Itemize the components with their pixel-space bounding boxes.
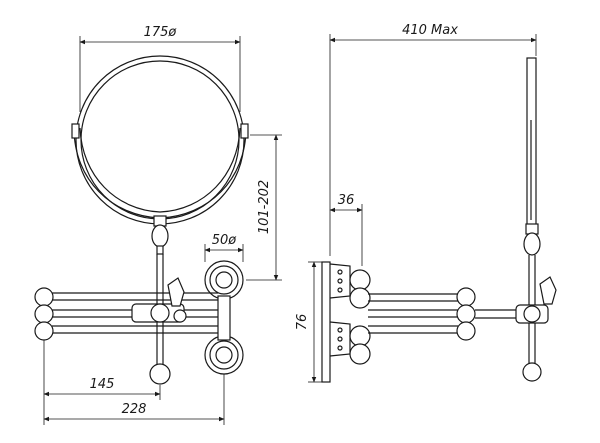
dim-arm-reach-short: 145 [43, 340, 161, 425]
dim-flange-spacing: 76 [295, 261, 322, 383]
dim-wall-offset: 36 [329, 193, 363, 266]
dim-max-projection: 410 Max [329, 23, 537, 256]
front-view: 175ø 101-202 50ø 145 228 [34, 25, 282, 425]
wall-flange-top [204, 260, 244, 300]
wall-offset-label: 36 [338, 193, 355, 208]
flange-spacing-label: 76 [295, 314, 310, 331]
dim-arm-reach-total: 228 [43, 374, 225, 425]
wall-plate-side [321, 261, 351, 383]
swing-arms-side [349, 269, 516, 365]
mirror-side [515, 57, 557, 382]
side-view: 410 Max 36 76 [295, 23, 557, 383]
arm-reach-short-label: 145 [90, 377, 115, 392]
dim-flange-diameter: 50ø [204, 233, 244, 262]
arm-reach-total-label: 228 [122, 402, 147, 417]
dim-mirror-diameter: 175ø [79, 25, 241, 112]
max-projection-label: 410 Max [402, 23, 458, 38]
vertical-adjust-label: 101-202 [257, 180, 272, 234]
mirror-front [71, 55, 249, 385]
flange-diameter-label: 50ø [212, 233, 238, 248]
mirror-diameter-label: 175ø [144, 25, 178, 40]
wall-flange-bottom [204, 335, 244, 375]
swing-arms-front [34, 277, 218, 341]
dim-vertical-adjust: 101-202 [246, 134, 282, 281]
